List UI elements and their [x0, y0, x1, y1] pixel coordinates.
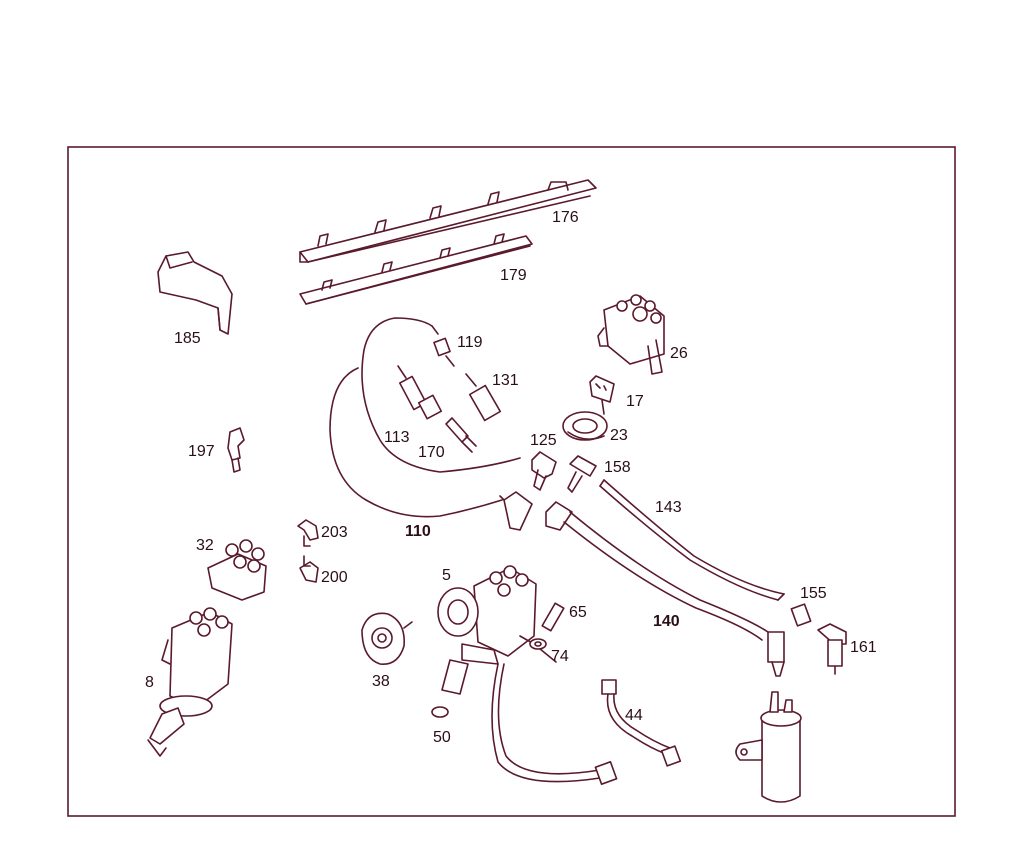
label-8: 8 [145, 674, 154, 691]
label-44: 44 [625, 707, 643, 724]
part-179-cable-rail [299, 233, 533, 305]
label-119: 119 [457, 334, 483, 351]
label-65: 65 [569, 604, 587, 621]
part-140-coil-wire [545, 501, 785, 677]
part-155-grommet [790, 603, 812, 627]
label-200: 200 [321, 569, 348, 586]
part-131-connector [465, 373, 502, 422]
part-110-end-connector [499, 491, 533, 531]
part-38-vacuum-unit [361, 612, 413, 665]
label-125: 125 [530, 432, 557, 449]
ignition-coil [735, 691, 802, 803]
label-17: 17 [626, 393, 644, 410]
label-74: 74 [551, 648, 569, 665]
label-158: 158 [604, 459, 631, 476]
part-5-distributor [437, 565, 557, 695]
part-113-ignition-wire [361, 317, 521, 473]
part-170-spark-plug [445, 417, 477, 453]
part-8-distributor [147, 607, 233, 757]
label-161: 161 [850, 639, 877, 656]
part-200-clip [299, 555, 319, 583]
part-74-washer [529, 638, 547, 650]
part-125-connector [531, 451, 557, 491]
label-203: 203 [321, 524, 348, 541]
label-197: 197 [188, 443, 215, 460]
part-5-lead-wire [491, 663, 618, 785]
part-197-clip [227, 427, 245, 473]
part-158-connector [567, 455, 597, 493]
part-17-rotor [589, 375, 615, 415]
label-32: 32 [196, 537, 214, 554]
part-65-bolt [541, 602, 565, 632]
part-26-distributor-cap [597, 294, 665, 375]
label-110: 110 [405, 523, 431, 540]
label-179: 179 [500, 267, 527, 284]
part-203-clip [297, 519, 319, 547]
part-176-cable-rail [299, 179, 597, 263]
label-176: 176 [552, 209, 579, 226]
part-119-connector [433, 337, 455, 367]
diagram-frame [67, 146, 956, 817]
part-23-dust-cover [562, 411, 608, 441]
label-131: 131 [492, 372, 519, 389]
label-170: 170 [418, 444, 445, 461]
part-185-cover [157, 251, 233, 335]
part-143-cable [599, 479, 785, 601]
part-44-sensor-lead [601, 679, 682, 767]
part-113-plug-connector [397, 365, 443, 420]
label-185: 185 [174, 330, 201, 347]
label-23: 23 [610, 427, 628, 444]
label-140: 140 [653, 613, 680, 630]
label-143: 143 [655, 499, 682, 516]
label-5: 5 [442, 567, 451, 584]
label-113: 113 [384, 429, 410, 446]
part-32-distributor-cap [207, 539, 267, 601]
part-161-connector [817, 623, 847, 675]
part-110-ignition-wire [329, 367, 503, 518]
label-155: 155 [800, 585, 827, 602]
part-50-o-ring [431, 706, 449, 718]
label-50: 50 [433, 729, 451, 746]
label-38: 38 [372, 673, 390, 690]
label-26: 26 [670, 345, 688, 362]
